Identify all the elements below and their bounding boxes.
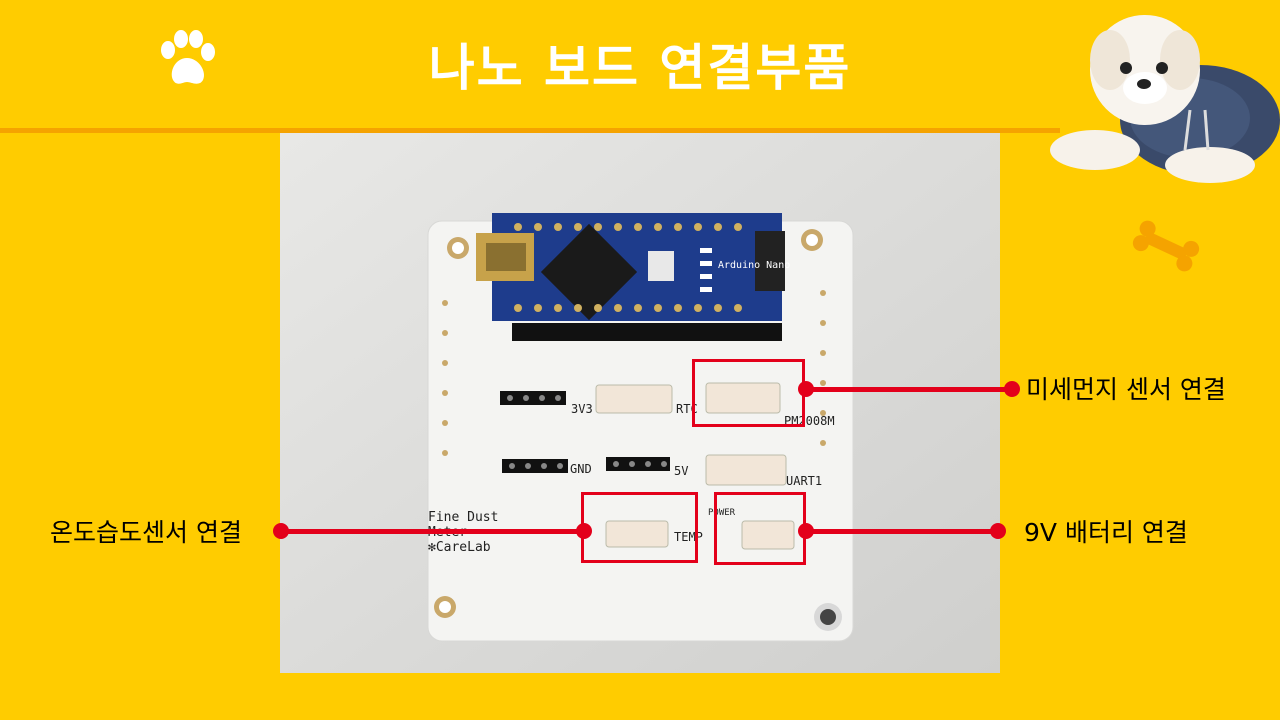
paw-icon	[161, 30, 215, 84]
battery-label: 9V 배터리 연결	[1024, 518, 1188, 547]
battery-highlight	[714, 492, 806, 565]
arduino-nano	[476, 213, 785, 321]
board-photo: 3V3 RTC PM2008M GND 5V UART1 TEMP POWER …	[280, 133, 1000, 673]
dust-callout-line	[806, 387, 1012, 392]
nano-label: Arduino Nano	[718, 260, 790, 271]
j8-label: 5V	[674, 464, 688, 478]
power-label: POWER	[708, 508, 736, 518]
bone-icon	[1132, 220, 1200, 272]
dust-sensor-highlight	[692, 359, 805, 427]
temp-callout-line	[282, 529, 584, 534]
dust-callout-dot-start	[798, 381, 814, 397]
dog-image	[1050, 15, 1280, 183]
temp-callout-dot-start	[273, 523, 289, 539]
j3-label: UART1	[786, 474, 822, 488]
page-title: 나노 보드 연결부품	[428, 39, 852, 97]
temp-callout-dot-end	[576, 523, 592, 539]
dust-callout-dot-end	[1004, 381, 1020, 397]
j10-label: GND	[570, 462, 592, 476]
temp-sensor-label: 온도습도센서 연결	[50, 518, 242, 547]
battery-callout-line	[806, 529, 998, 534]
dust-sensor-label: 미세먼지 센서 연결	[1026, 375, 1226, 404]
silk-line-3: ✻CareLab	[428, 540, 491, 555]
battery-callout-dot-end	[990, 523, 1006, 539]
j9-label: 3V3	[571, 402, 593, 416]
silk-line-1: Fine Dust	[428, 510, 498, 525]
battery-callout-dot-start	[798, 523, 814, 539]
temp-sensor-highlight	[581, 492, 698, 563]
header-divider	[0, 128, 1060, 133]
